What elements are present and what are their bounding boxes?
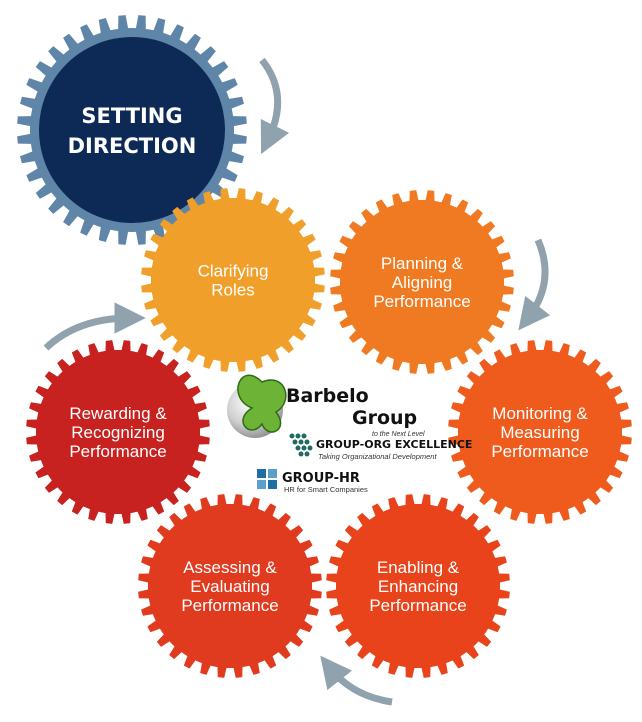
gear-label-line: Performance	[373, 292, 470, 311]
gear-label-line: SETTING	[81, 104, 182, 128]
arrow-rewarding-to-clarifying	[43, 302, 146, 351]
gear-label-line: Performance	[69, 442, 166, 461]
butterfly-icon	[237, 374, 287, 433]
cycle-arrows	[43, 57, 551, 706]
gear-label-line: Roles	[211, 281, 254, 300]
group-hr-logo: GROUP-HR HR for Smart Companies	[257, 469, 368, 494]
gear-label-line: Performance	[491, 442, 588, 461]
gear-label-line: Enabling &	[377, 558, 460, 577]
arrow-planning-to-monitoring	[518, 238, 551, 331]
gear-label-line: Assessing &	[183, 558, 277, 577]
arrow-direction-to-planning	[259, 57, 290, 155]
hr-name: GROUP-HR	[282, 471, 360, 486]
gear-label-line: Rewarding &	[69, 404, 167, 423]
group-org-excellence-logo: to the Next Level GROUP-ORG EXCELLENCE T…	[289, 431, 472, 461]
orgex-name: GROUP-ORG EXCELLENCE	[316, 438, 472, 451]
gear-body	[458, 350, 622, 514]
gear-label-line: Aligning	[392, 273, 453, 292]
orgex-top-line: to the Next Level	[372, 431, 425, 438]
gear-label-line: Evaluating	[190, 577, 269, 596]
gear-setting-direction: SETTING DIRECTION	[17, 15, 247, 245]
squares-icon	[257, 469, 277, 489]
gear-label-line: Measuring	[500, 423, 579, 442]
group-name: Group	[352, 407, 417, 429]
gear-label-line: DIRECTION	[68, 134, 197, 158]
gear-label-line: Performance	[181, 596, 278, 615]
dots-icon	[289, 433, 313, 457]
gear-label-line: Clarifying	[198, 262, 269, 281]
gear-body	[36, 350, 200, 514]
gear-body	[151, 198, 315, 362]
gear-body	[148, 504, 312, 668]
gear-body	[340, 200, 504, 364]
gear-label-line: Performance	[369, 596, 466, 615]
barbelo-group-logo: Barbelo Group	[227, 374, 417, 438]
gear-label-line: Enhancing	[378, 577, 458, 596]
gear-body	[336, 504, 500, 668]
hr-tagline: HR for Smart Companies	[284, 485, 368, 494]
gear-label-line: Planning &	[381, 254, 464, 273]
gear-label-line: Recognizing	[71, 423, 165, 442]
barbelo-name: Barbelo	[286, 385, 369, 407]
gear-label-line: Monitoring &	[492, 404, 588, 423]
orgex-tagline: Taking Organizational Development	[318, 452, 437, 461]
arrow-enabling-to-assessing	[320, 655, 393, 706]
gear-body	[39, 37, 225, 223]
